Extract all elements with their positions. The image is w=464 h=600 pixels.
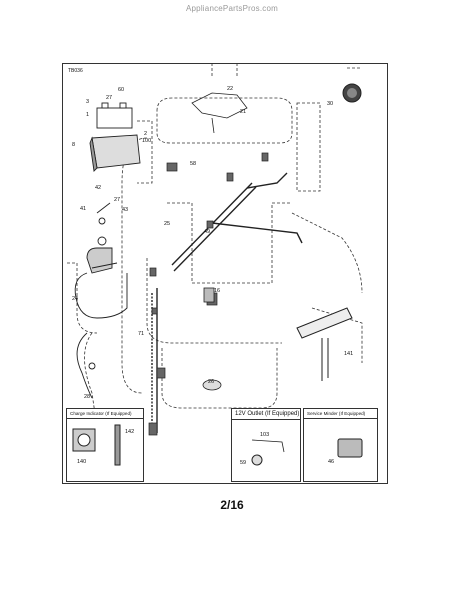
callout-2: 2 <box>144 131 147 137</box>
inset-title-service-minder: Service Minder (If Equipped) <box>304 409 377 419</box>
inset-title-charge-indicator: Charge Indicator (If Equipped) <box>67 409 143 419</box>
callout-103: 103 <box>260 432 269 438</box>
callout-26: 26 <box>208 379 214 385</box>
callout-16: 16 <box>214 288 220 294</box>
callout-71: 71 <box>138 331 144 337</box>
callout-22: 22 <box>227 86 233 92</box>
battery-tray <box>89 134 141 172</box>
charge-indicator-art: 140 142 <box>72 424 134 466</box>
cable-24 <box>74 262 128 319</box>
callout-43: 43 <box>122 207 128 213</box>
callout-140: 140 <box>77 459 86 465</box>
callout-46: 46 <box>328 459 334 465</box>
callout-142: 142 <box>125 429 134 435</box>
tractor-outline <box>67 63 363 464</box>
ignition-switch <box>86 202 113 274</box>
connector-28 <box>202 379 222 391</box>
callout-59: 59 <box>240 460 246 466</box>
inset-12v-outlet: 12V Outlet (If Equipped) 103 59 <box>231 408 301 482</box>
callout-58: 58 <box>190 161 196 167</box>
inset-charge-indicator: Charge Indicator (If Equipped) 140 142 <box>66 408 144 482</box>
callout-28: 28 <box>84 394 90 400</box>
callout-100: 100 <box>142 138 151 144</box>
callout-8: 8 <box>72 142 75 148</box>
fuse-16 <box>203 287 215 303</box>
wire-bundle-22 <box>191 92 248 134</box>
battery <box>96 102 133 129</box>
harness-141 <box>296 307 353 381</box>
callout-41: 41 <box>80 206 86 212</box>
callout-24: 24 <box>72 296 78 302</box>
callouts: 60 27 3 1 2 100 8 22 21 30 58 42 27 41 4… <box>72 86 353 400</box>
callout-3: 3 <box>86 99 89 105</box>
callout-42: 42 <box>95 185 101 191</box>
callout-21: 21 <box>240 109 246 115</box>
inset-service-minder: Service Minder (If Equipped) 46 <box>303 408 378 482</box>
callout-141: 141 <box>344 351 353 357</box>
diagram-frame <box>62 63 388 484</box>
headlight <box>342 83 362 103</box>
cable-26 <box>76 332 96 399</box>
watermark: AppliancePartsPros.com <box>186 4 278 13</box>
page-number: 2/16 <box>220 498 244 512</box>
callout-30: 30 <box>327 101 333 107</box>
service-minder-art: 46 <box>328 438 363 465</box>
callout-1: 1 <box>86 112 89 118</box>
main-harness <box>151 172 303 435</box>
callout-27a: 27 <box>106 95 112 101</box>
wiring-diagram: 60 27 3 1 2 100 8 22 21 30 58 42 27 41 4… <box>67 63 363 464</box>
callout-25: 25 <box>164 221 170 227</box>
callout-27b: 27 <box>114 197 120 203</box>
diagram-code: TB036 <box>68 68 83 74</box>
inset-title-outlet: 12V Outlet (If Equipped) <box>232 409 300 420</box>
callout-60: 60 <box>118 87 124 93</box>
callout-49: 49 <box>204 229 210 235</box>
outlet-art: 103 59 <box>240 432 285 466</box>
